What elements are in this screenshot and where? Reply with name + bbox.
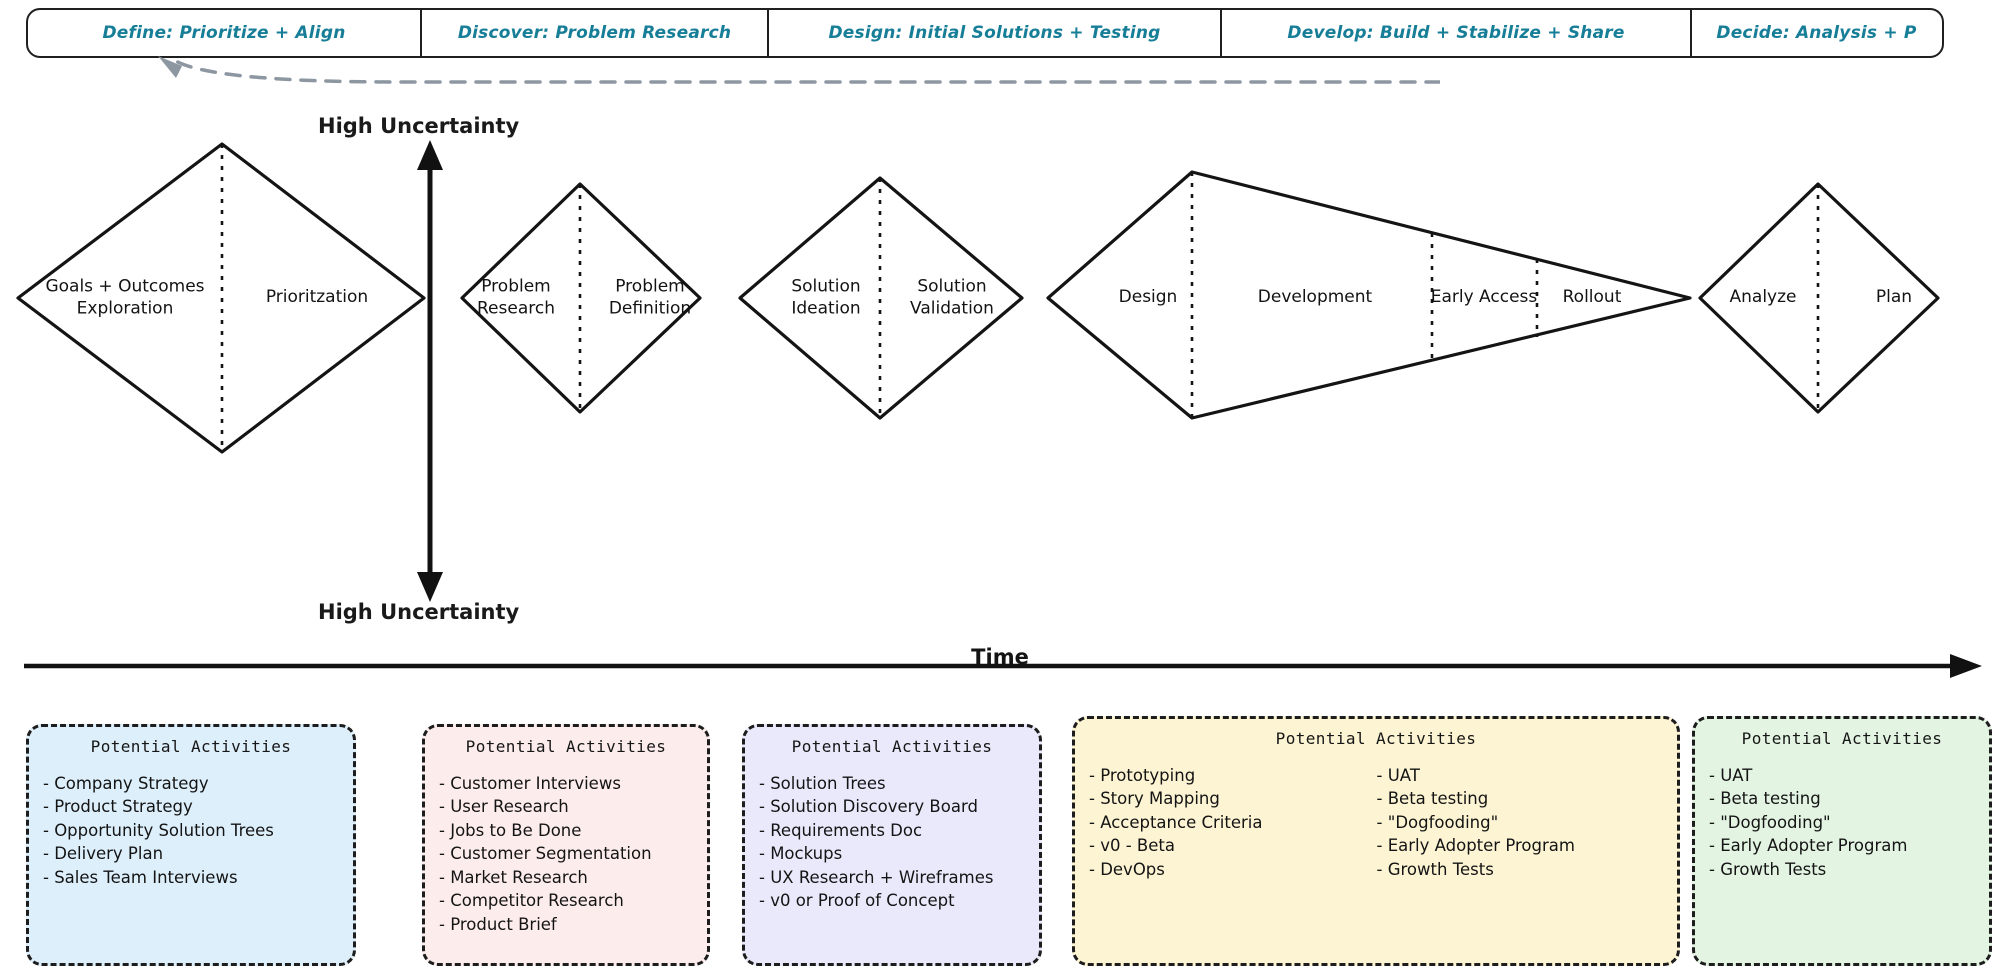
uncertainty-axis-arrow (417, 140, 443, 602)
activity-item: - User Research (439, 797, 569, 817)
activity-item: - Opportunity Solution Trees (43, 820, 274, 840)
activity-item: - Company Strategy (43, 774, 209, 793)
phase-tab-label: Discover: Problem Research (457, 23, 732, 43)
activity-item: - Acceptance Criteria (1089, 812, 1263, 832)
activity-card-body: - Customer Interviews - User Research - Jo… (439, 772, 693, 936)
activity-item: - Sales Team Interviews (43, 867, 238, 887)
activity-card-body: - Prototyping - Story Mapping - Acceptance… (1089, 764, 1663, 881)
activity-card-body: - Company Strategy - Product Strategy - Op… (43, 772, 339, 889)
uncertainty-bottom-label: High Uncertainty (318, 600, 520, 624)
double-diamond-shapes: Goals + Outcomes Exploration Prioritzati… (0, 120, 2000, 540)
activity-item: - v0 - Beta (1089, 836, 1175, 856)
activity-card-decide: Potential Activities- UAT- Beta testing-… (1692, 716, 1992, 966)
activity-card-design: Potential Activities- Solution Trees- So… (742, 724, 1042, 966)
phase-tab-label: Design: Initial Solutions + Testing (828, 23, 1161, 43)
activity-card-column: - Customer Interviews - User Research - Jo… (439, 772, 693, 936)
activity-item: - Requirements Doc (759, 820, 923, 840)
activity-item: - Customer Segmentation (439, 844, 652, 864)
activity-item: - Market Research (439, 867, 588, 887)
activity-card-body: - UAT - Beta testing - "Dogfooding" - Early… (1709, 764, 1975, 881)
activity-card-discover: Potential Activities - Customer Interview… (422, 724, 710, 966)
activity-card-title: Potential Activities (1275, 729, 1477, 748)
phase-tab-label: Develop: Build + Stabilize + Share (1287, 23, 1625, 43)
activity-card-define: Potential Activities- Company Strategy- … (26, 724, 356, 966)
activity-card-column: - UAT - Beta testing - "Dogfooding" - Early… (1709, 764, 1975, 881)
activity-item: - Beta testing (1376, 789, 1489, 809)
phase-tab-2[interactable]: Design: Initial Solutions + Testing (767, 10, 1220, 56)
activity-item: - Mockups (759, 844, 843, 864)
activity-card-title: Potential Activities (465, 737, 667, 756)
activity-card-title: Potential Activities (791, 737, 993, 756)
activity-card-title: Potential Activities (1741, 729, 1943, 748)
phase-tab-1[interactable]: Discover: Problem Research (420, 10, 767, 56)
activity-card-title: Potential Activities (90, 737, 292, 756)
diamond-outlines (16, 142, 1940, 454)
phase-tab-0[interactable]: Define: Prioritize + Align (28, 10, 420, 56)
activity-item: - Solution Trees (759, 774, 886, 793)
activity-item: - Product Strategy (43, 797, 193, 817)
feedback-loop-arrow (158, 56, 1440, 84)
activity-card-column: - Solution Trees - Solution Discovery Boa… (759, 772, 1025, 913)
phase-tab-label: Define: Prioritize + Align (102, 23, 346, 43)
activity-item: - DevOps (1089, 859, 1165, 879)
time-axis-arrow (24, 654, 1982, 678)
activity-card-develop: Potential Activities - Prototyping - Story… (1072, 716, 1680, 966)
activity-cards: Potential Activities- Company Strategy- … (0, 716, 2000, 966)
activity-item: - Product Brief (439, 914, 557, 934)
phase-tab-label: Decide: Analysis + P (1716, 23, 1917, 43)
phase-tab-3[interactable]: Develop: Build + Stabilize + Share (1220, 10, 1690, 56)
activity-item: - Early Adopter Program (1376, 836, 1575, 856)
activity-item: - UAT (1709, 766, 1753, 785)
activity-item: - Early Adopter Program (1709, 836, 1908, 856)
phase-bar: Define: Prioritize + Align Discover: Prob… (26, 8, 1944, 58)
activity-card-column: - Company Strategy - Product Strategy - Op… (43, 772, 339, 889)
uncertainty-top-label: High Uncertainty (318, 114, 520, 138)
activity-item: - "Dogfooding" (1709, 812, 1831, 832)
activity-item: - "Dogfooding" (1376, 812, 1499, 832)
activity-item: - Delivery Plan (43, 844, 164, 864)
activity-item: - Beta testing (1709, 789, 1821, 809)
activity-card-column: - UAT - Beta testing - "Dogfooding" - Early… (1377, 764, 1663, 881)
activity-item: - Solution Discovery Board (759, 797, 978, 817)
activity-item: - UX Research + Wireframes (759, 867, 994, 887)
activity-item: - Competitor Research (439, 891, 624, 911)
activity-item: - UAT (1376, 766, 1420, 785)
activity-item: - Growth Tests (1376, 859, 1494, 879)
activity-item: - Growth Tests (1709, 859, 1827, 879)
activity-item: - Jobs to Be Done (439, 820, 582, 840)
activity-item: - Prototyping (1089, 766, 1196, 785)
phase-tab-4[interactable]: Decide: Analysis + P (1690, 10, 1941, 56)
activity-item: - Story Mapping (1089, 789, 1220, 809)
activity-card-body: - Solution Trees - Solution Discovery Boa… (759, 772, 1025, 913)
activity-card-column: - Prototyping - Story Mapping - Acceptance… (1089, 764, 1351, 881)
activity-item: - Customer Interviews (439, 774, 621, 793)
activity-item: - v0 or Proof of Concept (759, 891, 955, 911)
